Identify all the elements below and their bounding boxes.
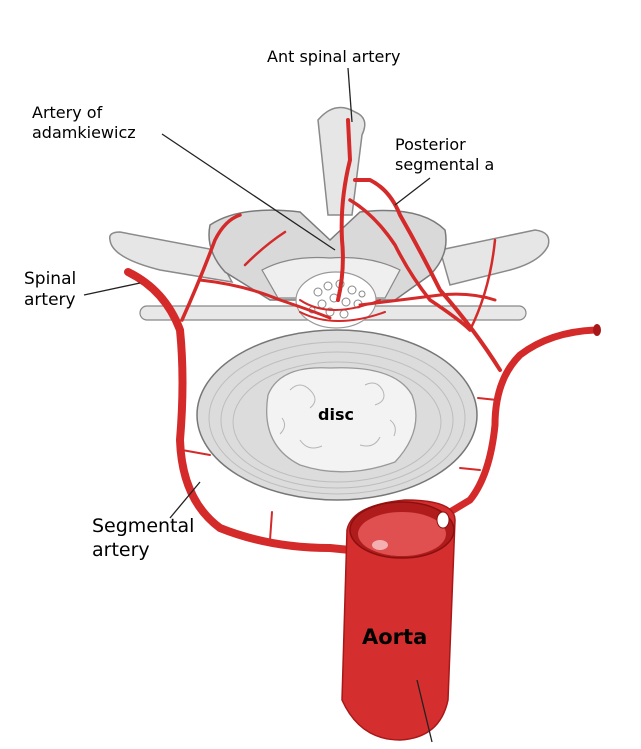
leader-aorta — [416, 679, 433, 743]
label-aorta: Aorta — [362, 625, 427, 649]
right-twig-1 — [459, 467, 481, 471]
posterior-segmental-artery-vessel — [353, 178, 502, 372]
label-artery-of-adamkiewicz-1: Artery of — [32, 103, 103, 122]
label-disc: disc — [318, 405, 354, 424]
vertebra — [108, 106, 550, 501]
aorta-lumen-highlight — [372, 540, 388, 550]
left-arch-branch — [180, 213, 242, 322]
cord-vascular-network — [299, 299, 386, 322]
label-posterior-segmental-1: Posterior — [395, 135, 466, 154]
right-segmental-artery-vessel — [441, 326, 599, 519]
right-transverse-process — [439, 229, 550, 286]
left-spinal-artery-vessel — [124, 268, 354, 554]
label-ant-spinal-artery: Ant spinal artery — [267, 47, 400, 66]
right-arch-branch — [358, 292, 497, 307]
left-twig-2 — [269, 511, 273, 541]
labels: Ant spinal artery Artery of adamkiewicz … — [24, 47, 494, 649]
label-spinal-artery-1: Spinal — [24, 269, 76, 289]
left-transverse-process — [108, 231, 234, 283]
left-radicular-branch — [198, 278, 332, 320]
left-arch-small-branch — [243, 230, 287, 267]
label-segmental-artery-1: Segmental — [92, 515, 194, 537]
disc-nucleus — [266, 367, 417, 473]
arteries — [124, 118, 601, 554]
label-posterior-segmental-2: segmental a — [395, 155, 494, 174]
aorta-ostium — [436, 511, 450, 529]
disc-annulus-rings — [208, 341, 466, 495]
leader-segmental-artery — [169, 481, 201, 519]
label-artery-of-adamkiewicz-2: adamkiewicz — [32, 123, 136, 142]
artery-of-adamkiewicz-vessel — [336, 118, 352, 302]
adamkiewicz-branch — [348, 198, 472, 332]
aorta — [341, 499, 456, 741]
nucleus-texture — [279, 382, 396, 449]
leader-artery-of-adamkiewicz — [161, 133, 336, 251]
leader-spinal-artery — [83, 282, 141, 296]
leader-lines — [83, 67, 433, 743]
right-vessel-end — [593, 324, 601, 336]
right-upper-small-branch — [468, 238, 497, 332]
label-segmental-artery-2: artery — [92, 539, 150, 561]
leader-ant-spinal-artery — [347, 67, 353, 123]
right-twig-2 — [477, 397, 498, 401]
spinous-process — [317, 106, 366, 216]
aorta-lumen — [358, 512, 446, 556]
left-twig-1 — [181, 449, 211, 456]
leader-posterior-segmental — [394, 177, 431, 206]
label-spinal-artery-2: artery — [24, 290, 76, 310]
